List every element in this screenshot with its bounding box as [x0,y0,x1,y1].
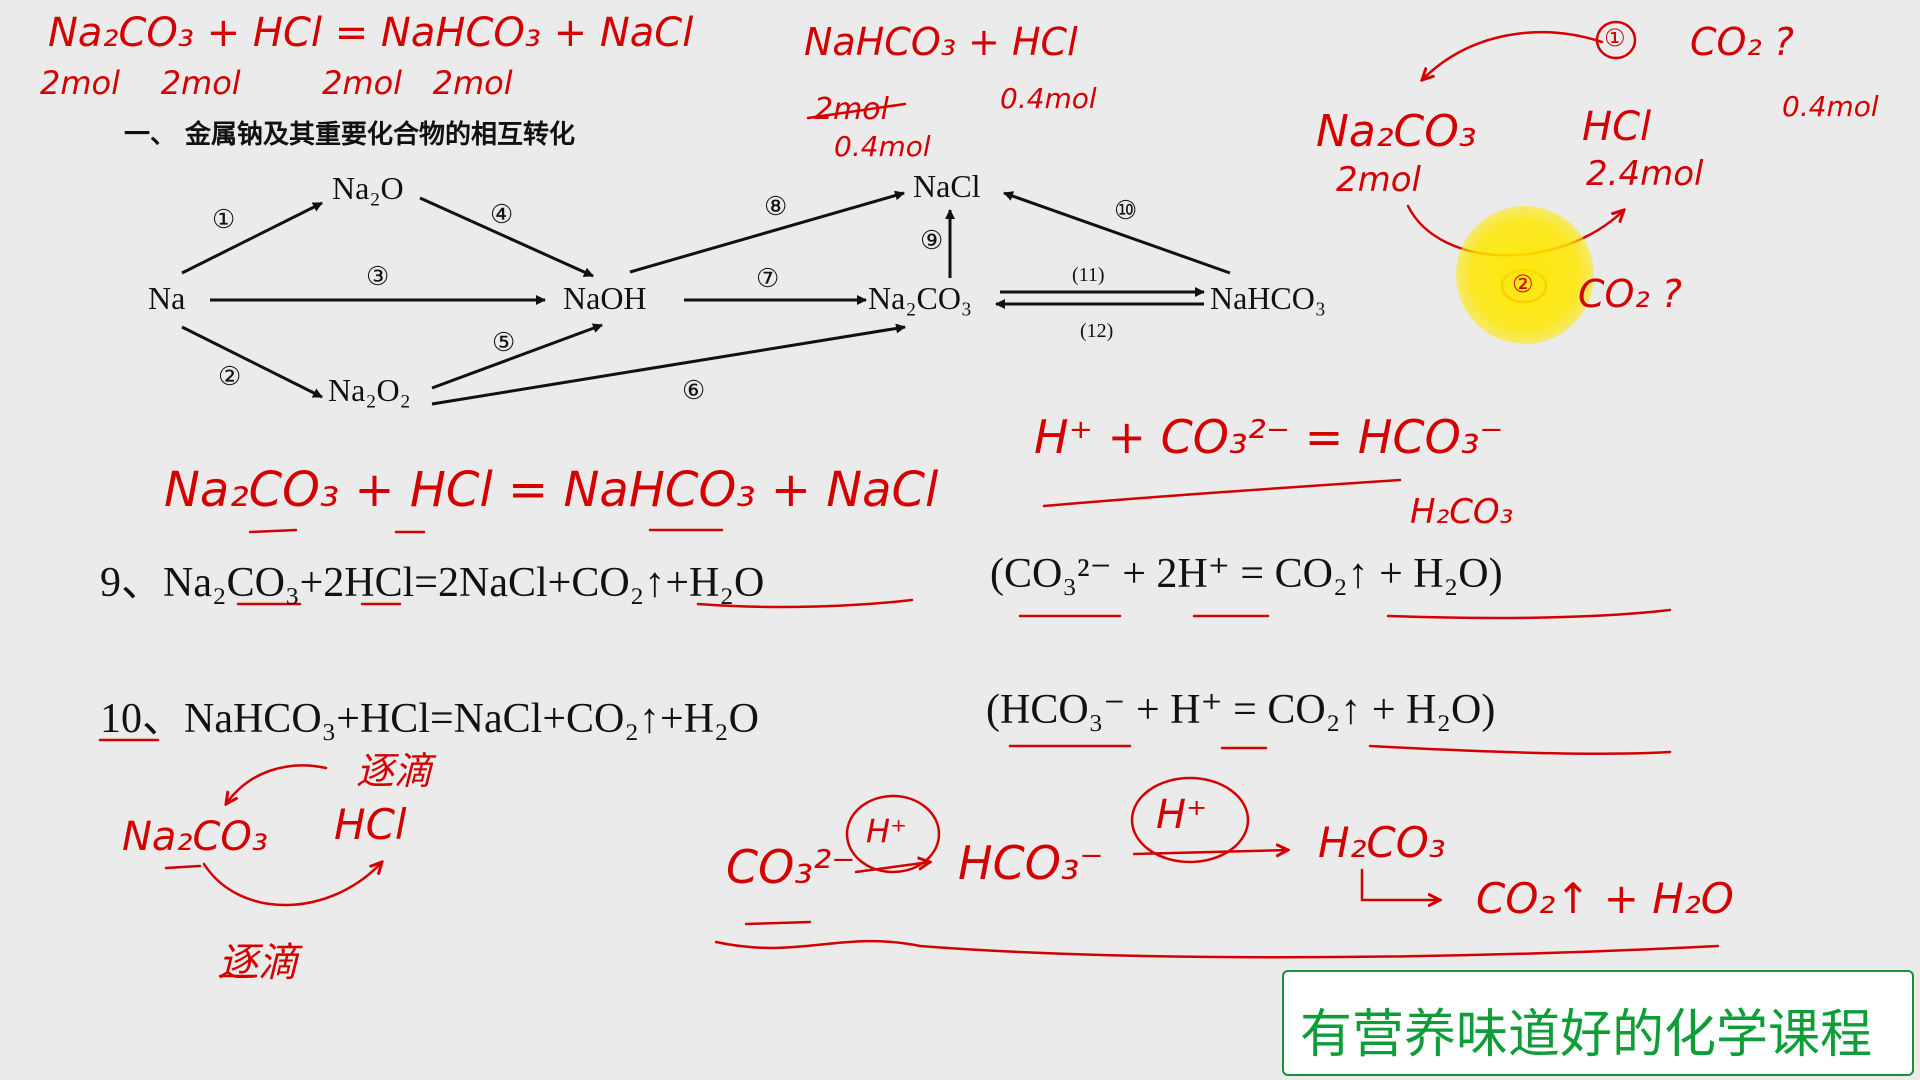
note-top-mid-struck: 2mol [814,92,889,127]
note-circle-1: ① [1604,24,1626,52]
chain-products: CO₂↑ + H₂O [1476,874,1734,923]
strike-through [806,102,907,120]
note-top-left-mols: 2mol 2mol 2mol 2mol [40,64,513,102]
circle-h-2 [1130,776,1250,864]
label-8: ⑧ [764,192,788,221]
node-na2o2: Na₂O₂ [328,372,411,408]
arrow-8 [629,190,905,274]
note-dropwise-1: 逐滴 [356,749,433,793]
note-far-right-mol: 0.4mol [1782,90,1879,123]
section-heading: 一、 金属钠及其重要化合物的相互转化 [124,120,576,150]
note-right-na2co3: Na₂CO₃ [1316,106,1477,157]
chain-hco3: HCO₃⁻ [958,836,1104,890]
note-top-left-eq: Na₂CO₃ + HCl = NaHCO₃ + NaCl [48,10,694,56]
label-6: ⑥ [682,376,706,405]
note-top-mid-mol1: 0.4mol [1000,82,1097,115]
node-nacl: NaCl [913,168,981,204]
chain-co3: CO₃²⁻ [726,840,856,894]
label-9: ⑨ [920,226,944,255]
chain-arrow-1 [854,862,930,874]
label-2: ② [218,362,242,391]
note-mid-ionic: H⁺ + CO₃²⁻ = HCO₃⁻ [1034,410,1504,464]
note-top-mid-eq: NaHCO₃ + HCl [804,20,1078,64]
equation-9: 9、Na₂CO₃+2HCl=2NaCl+CO₂↑+H₂O [100,560,765,606]
node-na2co3: Na₂CO₃ [868,280,973,316]
chain-arrow-2 [1132,850,1288,854]
chain-h-2: H⁺ [1156,792,1208,838]
ionic-equation-9: (CO₃²⁻ + 2H⁺ = CO₂↑ + H₂O) [990,551,1503,597]
brand-text: 有营养味道好的化学课程 [1300,1005,1873,1065]
arrow-10 [1003,191,1231,275]
label-4: ④ [490,200,514,229]
note-mid-eq: Na₂CO₃ + HCl = NaHCO₃ + NaCl [164,462,939,518]
node-na2o: Na₂O [332,170,404,206]
bl-arc-bottom [202,862,382,907]
arrow-6 [431,323,906,406]
note-right-hcl: HCl [1582,104,1652,150]
right-arc-1 [1422,31,1604,80]
label-5: ⑤ [492,328,516,357]
circle-h-1 [845,794,941,874]
node-naoh: NaOH [563,280,647,316]
note-dropwise-2: 逐滴 [218,940,298,986]
brand-box [1282,970,1914,1076]
note-right-na2co3-mol: 2mol [1336,160,1421,200]
note-right-hcl-mol: 2.4mol [1586,154,1704,194]
label-10: ⑩ [1114,196,1138,225]
chain-arrow-3 [1360,868,1440,900]
arrow-1 [181,201,323,275]
note-h2co3: H₂CO₃ [1410,492,1514,532]
note-circle-2: ② [1512,270,1534,298]
node-nahco3: NaHCO₃ [1210,280,1327,316]
arrow-5 [431,323,603,390]
bl-arc-top [226,764,328,804]
label-11: (11) [1072,264,1105,286]
label-12: (12) [1080,320,1114,342]
yellow-highlight [1456,206,1594,344]
note-co2-question-2: CO₂ ? [1578,272,1682,316]
arrow-2 [181,325,323,399]
label-3: ③ [366,262,390,291]
chain-h-1: H⁺ [866,812,907,850]
underline-mid-ionic [1042,478,1402,508]
chain-underline [714,939,1720,959]
note-top-mid-mol2: 0.4mol [834,130,931,163]
ionic-equation-10: (HCO₃⁻ + H⁺ = CO₂↑ + H₂O) [986,687,1496,733]
note-bl-na2co3: Na₂CO₃ [122,814,268,860]
note-bl-hcl: HCl [334,800,407,849]
chain-h2co3: H₂CO₃ [1318,818,1446,867]
label-7: ⑦ [756,264,780,293]
label-1: ① [212,205,236,234]
equation-10: 10、NaHCO₃+HCl=NaCl+CO₂↑+H₂O [100,696,759,742]
arrow-4 [419,196,594,278]
node-na: Na [148,280,186,316]
note-co2-question-1: CO₂ ? [1690,20,1794,64]
